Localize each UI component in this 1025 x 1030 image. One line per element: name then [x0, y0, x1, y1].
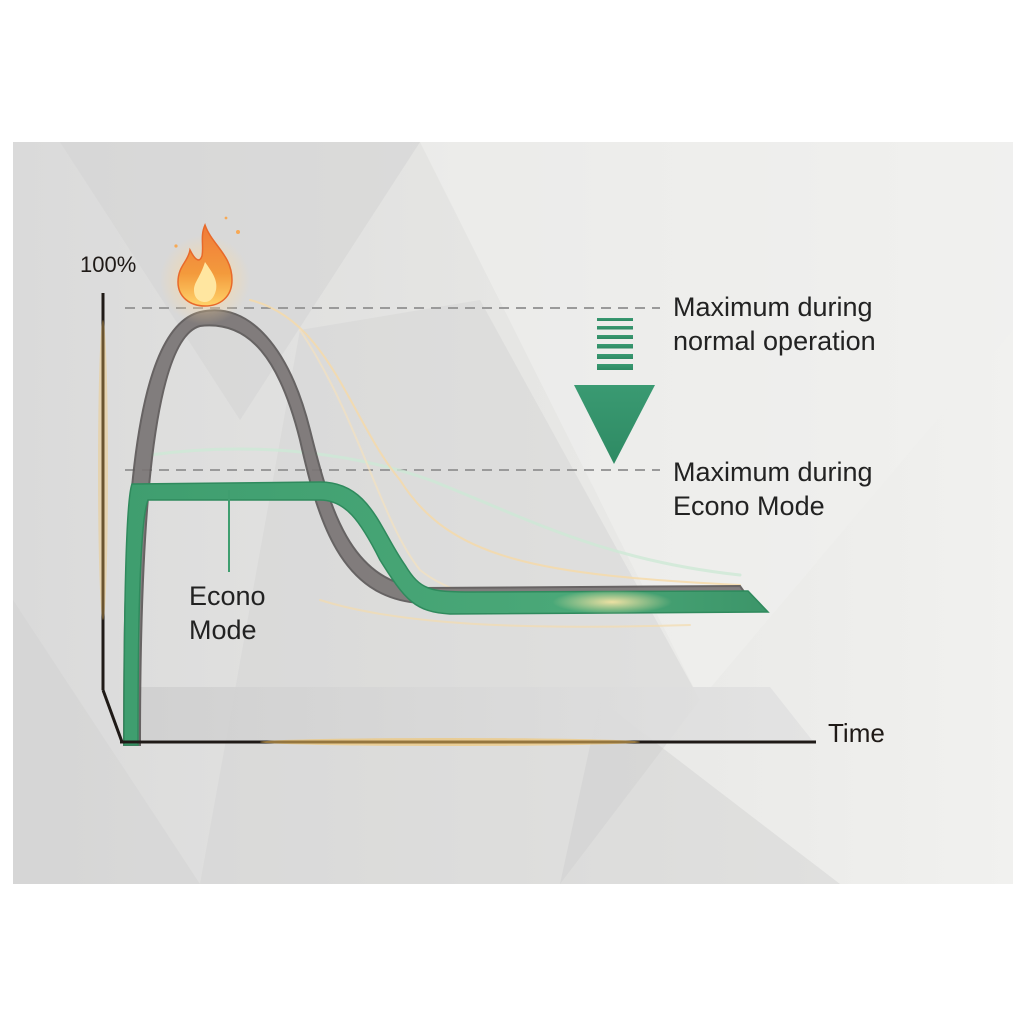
normal-max-label-line2: normal operation: [673, 326, 876, 356]
econo-curve-label-line2: Mode: [189, 615, 257, 645]
econo-max-label-line2: Econo Mode: [673, 491, 825, 521]
normal-operation-curve: [122, 309, 747, 746]
down-arrow-icon: [574, 318, 655, 464]
econo-curve-label-line1: Econo: [189, 581, 266, 611]
normal-max-label-line1: Maximum during: [673, 292, 873, 322]
flame-icon: [160, 216, 250, 325]
axes: [98, 293, 816, 746]
y-axis-max-label: 100%: [80, 252, 136, 277]
econo-mode-curve: [123, 481, 770, 746]
x-axis-label: Time: [828, 718, 885, 748]
y-axis-base: [101, 689, 124, 743]
floor-plane: [130, 687, 812, 740]
sparkle-glow: [552, 590, 672, 614]
econo-max-label-line1: Maximum during: [673, 457, 873, 487]
